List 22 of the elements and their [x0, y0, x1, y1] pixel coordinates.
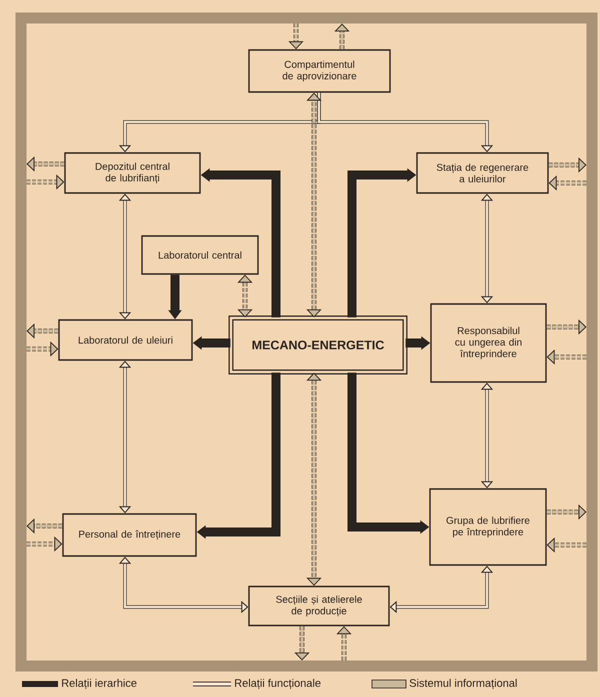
- information-arrow: [237, 274, 253, 318]
- unit-box: Responsabilul cu ungerea din întreprindere: [430, 303, 547, 383]
- main-box: MECANO-ENERGETIC: [228, 316, 408, 374]
- unit-box: Personal de întreținere: [62, 513, 197, 557]
- unit-box: Laboratorul central: [141, 235, 259, 275]
- function-arrow: [118, 360, 132, 514]
- unit-box: Depozitul central de lubrifianți: [64, 152, 201, 194]
- function-arrow: [480, 382, 494, 488]
- unit-box: Compartimentul de aprovizionare: [248, 49, 391, 93]
- information-arrow: [306, 92, 322, 318]
- frame-border: [16, 12, 598, 672]
- information-arrow: [306, 372, 322, 586]
- legend-label: Relații ierarhice: [62, 678, 136, 690]
- unit-box: Grupa de lubrifiere pe întreprindere: [429, 488, 547, 566]
- legend-label: Relații funcționale: [235, 678, 320, 690]
- function-arrow: [118, 194, 132, 320]
- unit-box: Laboratorul de uleiuri: [58, 319, 193, 361]
- unit-box: Secțiile și atelierele de producție: [248, 586, 390, 626]
- unit-box: Stația de regenerare a uleiurilor: [416, 152, 549, 194]
- legend-label: Sistemul informațional: [410, 678, 517, 690]
- function-arrow: [480, 194, 494, 304]
- function-arrow: [317, 92, 494, 152]
